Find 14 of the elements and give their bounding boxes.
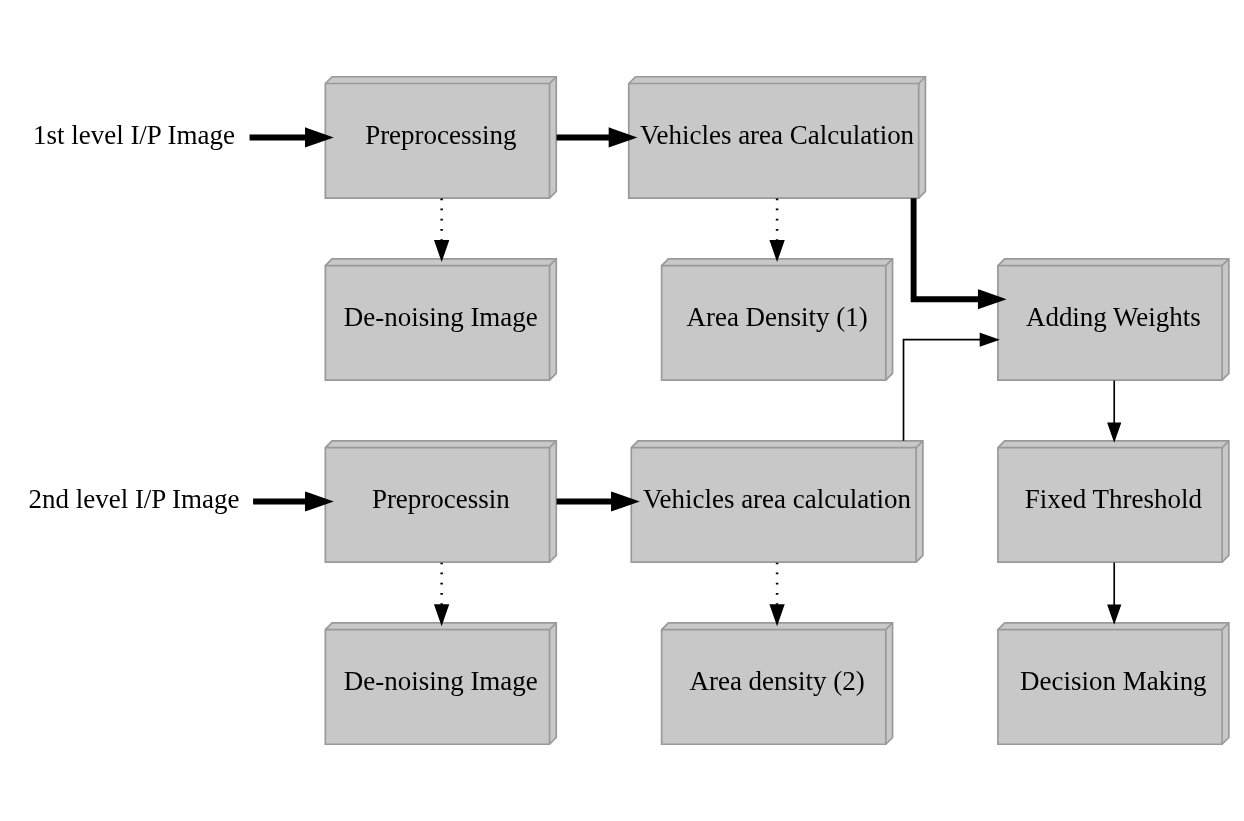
arrow bbox=[1107, 561, 1122, 625]
node-text: 2nd level I/P Image bbox=[28, 483, 240, 514]
arrow bbox=[253, 491, 334, 512]
arrow bbox=[556, 491, 640, 512]
arrow bbox=[769, 562, 785, 627]
node-text: 1st level I/P Image bbox=[33, 119, 235, 150]
arrow bbox=[556, 127, 638, 148]
arrow bbox=[249, 127, 334, 148]
arrow bbox=[433, 198, 450, 263]
arrow bbox=[1107, 379, 1122, 443]
arrow bbox=[769, 198, 785, 263]
arrow bbox=[910, 198, 1007, 310]
arrow bbox=[433, 562, 450, 627]
arrow bbox=[902, 332, 1000, 442]
